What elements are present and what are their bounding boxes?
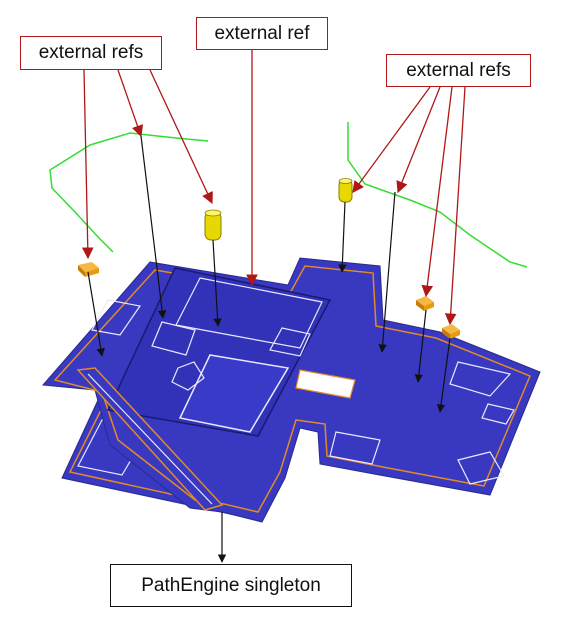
path-left: [49, 132, 209, 253]
agent-paths: [49, 122, 528, 268]
room-left-strip: [91, 299, 142, 336]
red-arrow-7: [421, 86, 453, 298]
notch-room: [295, 369, 356, 399]
callout-pathengine-singleton: PathEngine singleton: [110, 564, 352, 607]
black-arrows: [87, 135, 451, 563]
red-arrow-2: [117, 69, 144, 138]
yellow-cylinder-icon: [204, 209, 222, 241]
room-square-2: [269, 327, 311, 357]
callout-external-refs-left-label: external refs: [38, 42, 144, 63]
path-right: [347, 122, 528, 268]
room-square-1: [151, 321, 196, 356]
callout-external-ref-center: external ref: [196, 17, 328, 50]
callout-external-refs-right-label: external refs: [406, 59, 511, 81]
black-arrow-5: [378, 191, 396, 353]
callout-external-ref-center-label: external ref: [214, 22, 310, 44]
black-arrow-7: [436, 337, 451, 413]
callout-pathengine-singleton-label: PathEngine singleton: [141, 574, 321, 596]
upper-deck-inner: [175, 277, 323, 349]
orange-box-icon: [416, 296, 434, 311]
black-arrow-4: [338, 201, 347, 273]
markers: [78, 178, 460, 339]
main-mesh-outline: [53, 265, 531, 513]
black-arrow-2: [140, 135, 167, 319]
right-room-2: [481, 403, 515, 425]
right-room-4: [329, 431, 381, 465]
red-arrow-3: [149, 69, 213, 205]
ramp-inner: [87, 373, 213, 505]
yellow-cylinder-icon: [338, 178, 353, 203]
red-arrow-8: [444, 86, 466, 326]
red-arrow-6: [396, 86, 441, 194]
red-arrow-5: [352, 86, 431, 193]
right-room-1: [449, 361, 512, 397]
big-room: [178, 354, 290, 433]
red-arrows: [81, 48, 466, 326]
black-arrow-3: [212, 239, 222, 327]
orange-box-icon: [442, 324, 460, 339]
main-mesh: [41, 257, 541, 523]
room-pentagon: [171, 361, 205, 391]
red-arrow-1: [81, 69, 94, 260]
right-room-3: [457, 451, 505, 485]
black-arrow-6: [414, 309, 427, 383]
callout-external-refs-right: external refs: [386, 54, 531, 87]
black-arrow-1: [87, 271, 105, 357]
callout-external-refs-left: external refs: [20, 36, 162, 70]
